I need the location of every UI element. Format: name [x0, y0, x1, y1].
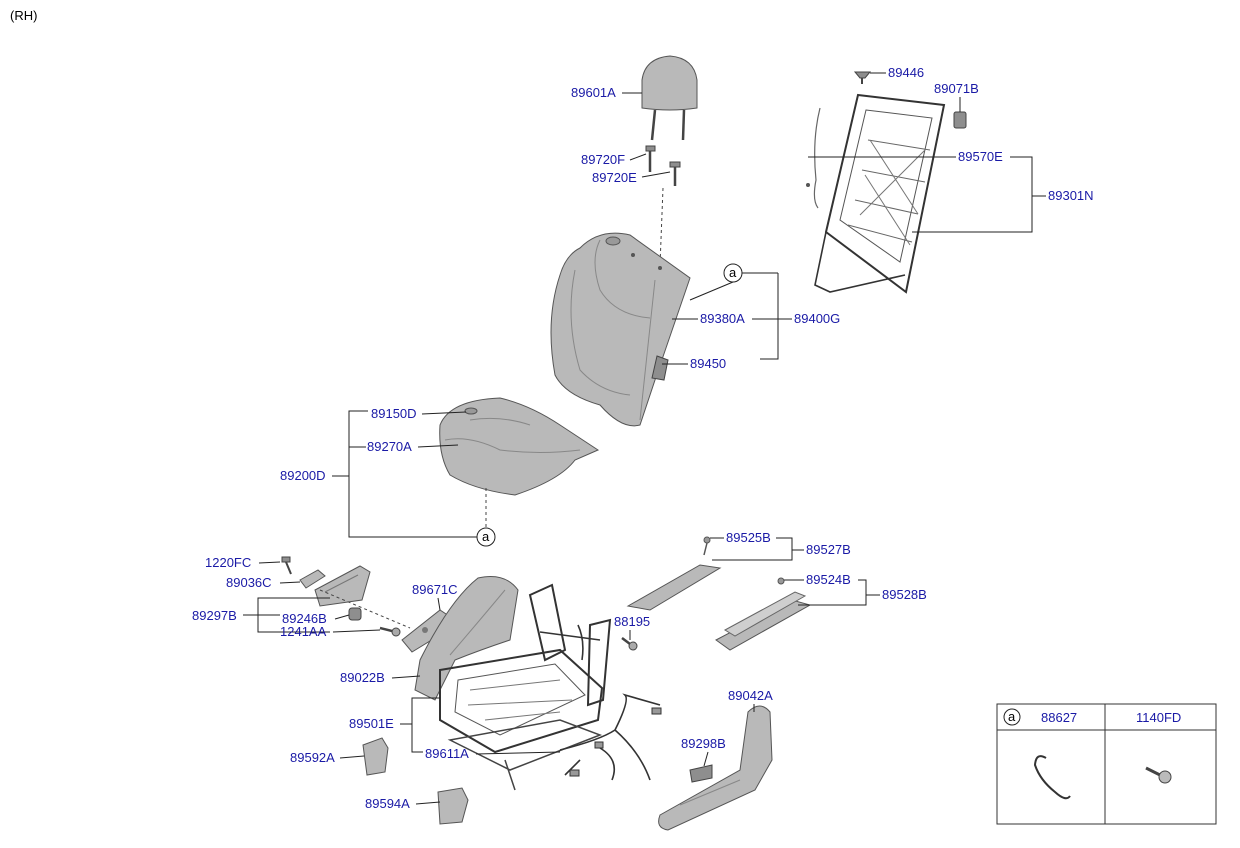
- svg-text:a: a: [1008, 709, 1016, 724]
- label-89592A: 89592A: [290, 750, 335, 765]
- svg-text:a: a: [482, 529, 490, 544]
- label-89270A: 89270A: [367, 439, 412, 454]
- bolt-88195: [621, 637, 638, 651]
- cover-89592A: [362, 737, 389, 776]
- label-89246B: 89246B: [282, 611, 327, 626]
- label-89071B: 89071B: [934, 81, 979, 96]
- label-89298B: 89298B: [681, 736, 726, 751]
- clip-89246B: [348, 607, 362, 621]
- legend-table: a 88627 1140FD: [996, 703, 1217, 825]
- label-89036C: 89036C: [226, 575, 272, 590]
- label-1241AA: 1241AA: [280, 624, 327, 639]
- label-89594A: 89594A: [365, 796, 410, 811]
- label-89297B: 89297B: [192, 608, 237, 623]
- label-89501E: 89501E: [349, 716, 394, 731]
- seatback-illustration: [550, 232, 691, 427]
- label-89524B: 89524B: [806, 572, 851, 587]
- bracket-89071B: [953, 111, 967, 129]
- screw-1220FC: [281, 556, 292, 575]
- cover-89297B: [314, 565, 371, 607]
- label-89022B: 89022B: [340, 670, 385, 685]
- label-89301N: 89301N: [1048, 188, 1094, 203]
- label-89671C: 89671C: [412, 582, 458, 597]
- label-89570E: 89570E: [958, 149, 1003, 164]
- headrest-guide-e: [669, 161, 681, 186]
- callout-a-bottom: [476, 527, 496, 547]
- label-89150D: 89150D: [371, 406, 417, 421]
- label-89528B: 89528B: [882, 587, 927, 602]
- seat-cushion-illustration: [439, 397, 600, 496]
- label-89380A: 89380A: [700, 311, 745, 326]
- legend-col-1140FD: 1140FD: [1136, 710, 1181, 725]
- seatback-frame-illustration: [806, 93, 946, 294]
- label-89527B: 89527B: [806, 542, 851, 557]
- label-89720F: 89720F: [581, 152, 625, 167]
- trim-strip-lower: [715, 577, 812, 651]
- cover-89594A: [437, 787, 469, 825]
- label-89525B: 89525B: [726, 530, 771, 545]
- headrest-illustration: [641, 55, 698, 141]
- label-89400G: 89400G: [794, 311, 840, 326]
- bolt-1241AA: [379, 626, 401, 637]
- variant-label: (RH): [10, 8, 37, 23]
- clip-89298B: [689, 764, 713, 783]
- label-89611A: 89611A: [425, 746, 469, 761]
- label-89450: 89450: [690, 356, 726, 371]
- knob-89036C: [299, 569, 326, 589]
- bolt-1140FD-illustration: [1145, 766, 1172, 784]
- svg-text:a: a: [729, 265, 737, 280]
- label-1220FC: 1220FC: [205, 555, 251, 570]
- label-89720E: 89720E: [592, 170, 637, 185]
- clip-89446: [853, 71, 872, 84]
- seat-frame-89501E: [439, 583, 612, 791]
- label-89042A: 89042A: [728, 688, 773, 703]
- headrest-guide-f: [645, 145, 656, 172]
- legend-col-88627: 88627: [1041, 710, 1077, 725]
- label-88195: 88195: [614, 614, 650, 629]
- label-89446: 89446: [888, 65, 924, 80]
- wiring-harness-89611A: [559, 624, 662, 781]
- wire-clip-88627-illustration: [1033, 755, 1071, 800]
- side-cover-89042A: [658, 705, 773, 831]
- trim-strip-upper: [626, 536, 722, 611]
- legend-callout-a: [1003, 708, 1021, 726]
- label-89200D: 89200D: [280, 468, 326, 483]
- label-89601A: 89601A: [571, 85, 616, 100]
